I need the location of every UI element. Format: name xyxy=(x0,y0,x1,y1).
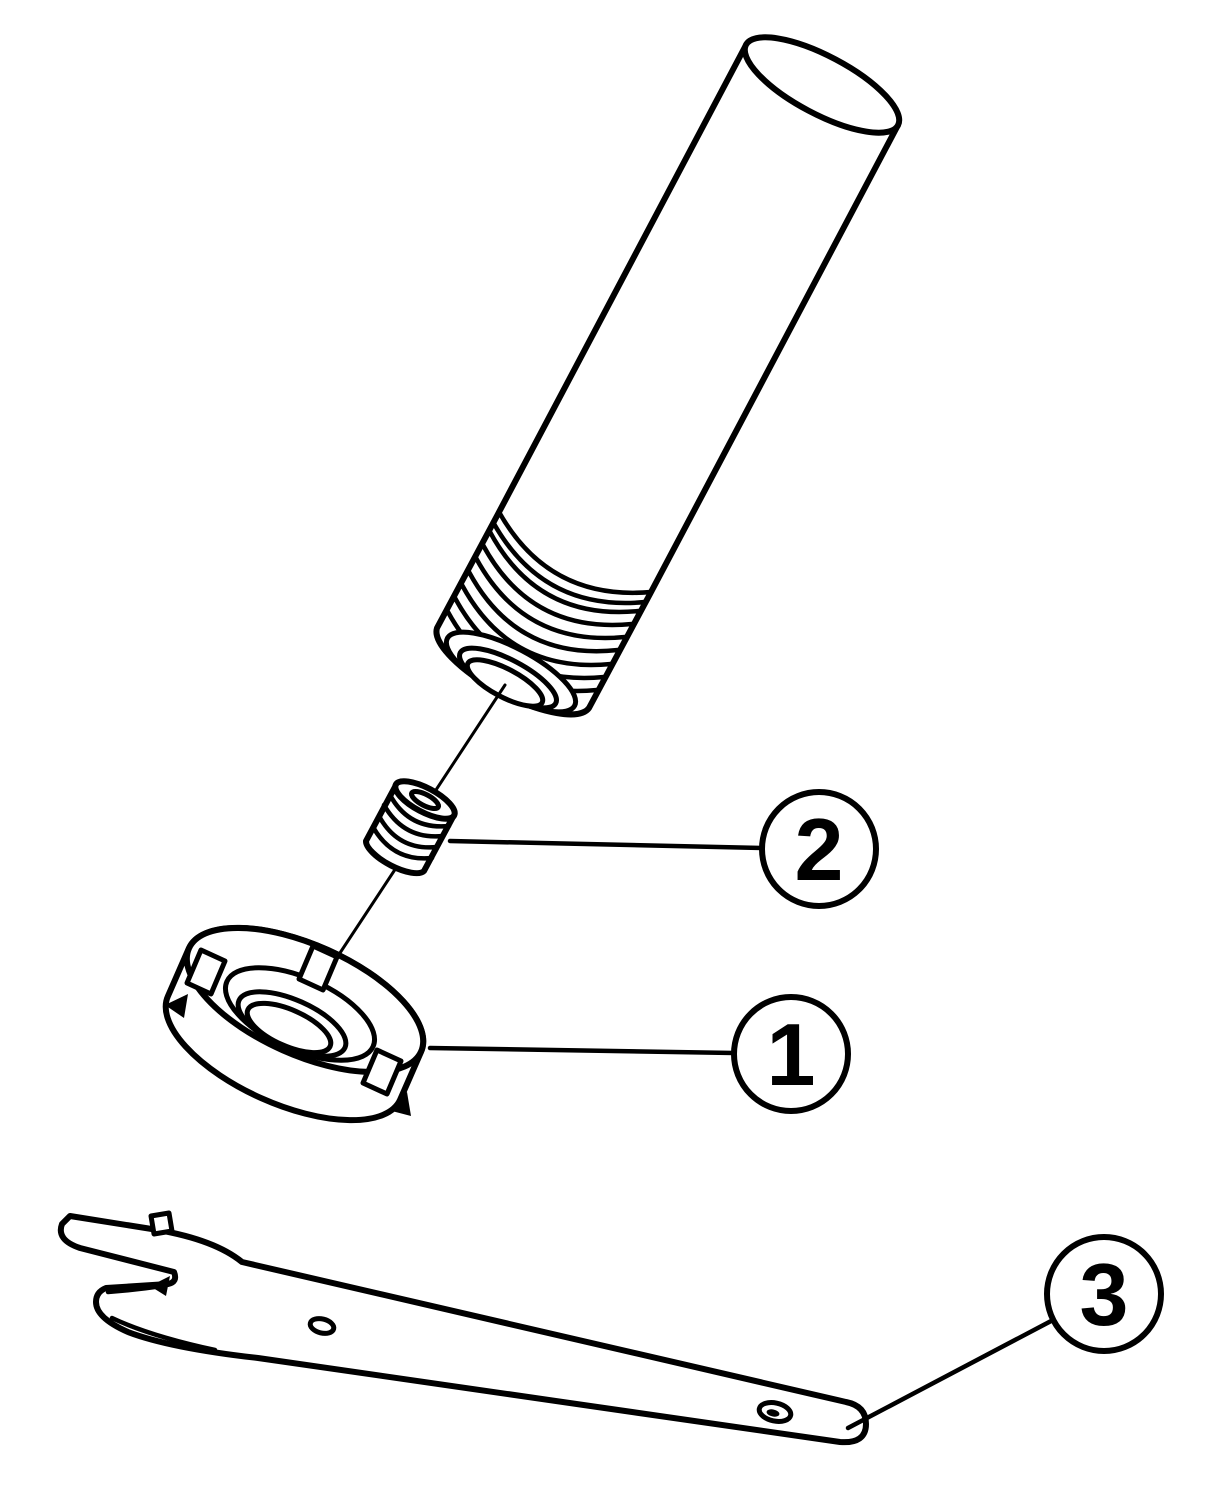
callout-2-label: 2 xyxy=(795,800,844,899)
callout-3: 3 xyxy=(845,1234,1164,1431)
nut-hole-inner xyxy=(244,1000,334,1056)
thread-relief-line xyxy=(490,519,648,606)
collet-top-face xyxy=(392,778,458,822)
assembly-centerline xyxy=(332,683,507,964)
callout-2: 2 xyxy=(447,789,879,909)
wrench-mid-hole xyxy=(307,1316,337,1336)
callout-3-label: 3 xyxy=(1080,1245,1129,1344)
callout-1: 1 xyxy=(427,994,851,1114)
clamping-nut xyxy=(162,924,427,1124)
wrench-silhouette xyxy=(57,1213,869,1446)
spanner-wrench xyxy=(57,1210,869,1446)
wrench-pin xyxy=(148,1210,175,1237)
nut-slot-left xyxy=(184,947,228,997)
callout-3-circle xyxy=(1044,1234,1164,1354)
collet-slot-lines xyxy=(370,792,452,861)
wrench-end-hole-center xyxy=(766,1409,780,1417)
rotation-arrow-left xyxy=(165,994,188,1018)
callout-2-circle xyxy=(759,789,879,909)
nut-slot-top xyxy=(296,943,340,993)
rotation-arrow-right xyxy=(388,1092,411,1116)
collet-top-hole xyxy=(408,788,442,812)
wrench-throat-shadow xyxy=(150,1276,170,1296)
callout-1-leader-line xyxy=(427,1045,737,1056)
tool-body-silhouette xyxy=(433,42,901,718)
collet xyxy=(363,778,458,877)
wrench-contour-line xyxy=(109,1315,218,1353)
thread-relief-line xyxy=(496,509,654,596)
callout-1-circle xyxy=(731,994,851,1114)
tool-body-top-cap xyxy=(741,34,903,136)
tool-body xyxy=(433,34,903,718)
callout-2-leader-line xyxy=(447,838,765,851)
nut-slot-right xyxy=(360,1047,404,1097)
callout-3-leader-line xyxy=(845,1317,1056,1431)
callout-1-label: 1 xyxy=(767,1005,816,1104)
